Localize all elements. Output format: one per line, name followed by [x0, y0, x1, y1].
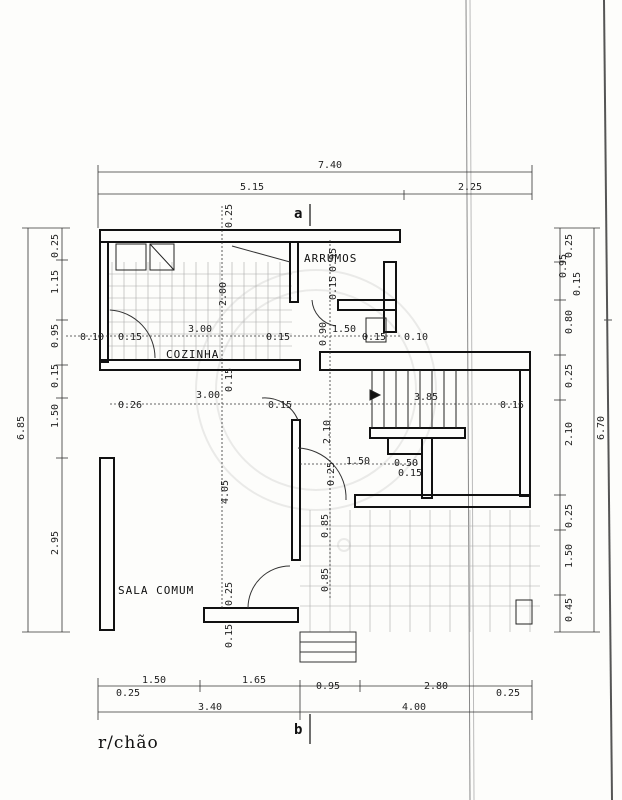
dim-int-hall-w: 3.85 [414, 392, 438, 403]
dim-right-9: 0.45 [564, 598, 575, 622]
dim-bottom-3: 0.95 [316, 681, 340, 692]
kitchen-floor-tiles [108, 262, 292, 360]
dim-int-wall-top-1: 0.25 [224, 204, 235, 228]
dim-top-overall: 7.40 [318, 160, 342, 171]
dim-bottom-7: 3.40 [198, 702, 222, 713]
dim-left-5: 1.50 [50, 404, 61, 428]
dim-right-overall: 6.70 [596, 416, 607, 440]
dim-int-hall-h: 2.10 [322, 420, 333, 444]
dim-right-8: 1.50 [564, 544, 575, 568]
dim-int-wall-l: 0.25 [224, 582, 235, 606]
dim-int-wall-i: 0.15 [268, 400, 292, 411]
dim-bottom-8: 4.00 [402, 702, 426, 713]
dim-top-left: 5.15 [240, 182, 264, 193]
exterior-walls [99, 229, 531, 631]
dimension-lines [22, 165, 600, 720]
dim-bottom-4: 2.80 [424, 681, 448, 692]
room-label-living: SALA COMUM [118, 584, 194, 597]
paper-edge-lines [465, 0, 613, 800]
dim-right-2: 0.95 [558, 254, 569, 278]
dim-left-6: 2.95 [50, 531, 61, 555]
dim-bottom-5: 0.25 [116, 688, 140, 699]
dim-right-6: 2.10 [564, 422, 575, 446]
dim-int-storage-h1: 0.95 [328, 248, 339, 272]
section-mark-top: a [294, 206, 302, 222]
dim-right-7: 0.25 [564, 504, 575, 528]
dim-int-living-w: 3.00 [196, 390, 220, 401]
dim-int-wall-h: 0.26 [118, 400, 142, 411]
room-label-kitchen: COZINHA [166, 348, 219, 361]
drawing-title: r/chão [98, 733, 159, 753]
staircase [369, 370, 457, 428]
dim-right-4: 0.80 [564, 310, 575, 334]
dim-int-living-h: 4.05 [220, 480, 231, 504]
dim-left-1: 0.25 [50, 234, 61, 258]
dim-left-3: 0.95 [50, 324, 61, 348]
dim-int-door-b: 0.85 [320, 568, 331, 592]
dim-int-wall-b: 0.15 [118, 332, 142, 343]
watermark-seal [195, 269, 437, 552]
dim-right-1: 0.25 [564, 234, 575, 258]
dim-int-kitchen-w: 3.00 [188, 324, 212, 335]
dim-int-wall-f: 0.10 [404, 332, 428, 343]
dim-bottom-2: 1.65 [242, 675, 266, 686]
dim-int-kitchen-h: 2.00 [218, 282, 229, 306]
dim-int-door-a: 0.85 [320, 514, 331, 538]
dim-int-wall-c: 0.15 [266, 332, 290, 343]
dim-right-3: 0.15 [572, 272, 583, 296]
dim-left-4: 0.15 [50, 364, 61, 388]
dim-right-5: 0.25 [564, 364, 575, 388]
dim-int-wall-g: 0.15 [224, 368, 235, 392]
terrace-floor-tiles [300, 510, 540, 632]
dim-int-stair-w: 1.50 [332, 324, 356, 335]
dim-bottom-6: 0.25 [496, 688, 520, 699]
dim-int-wall-d: 0.90 [318, 322, 329, 346]
dim-int-step-b: 0.15 [398, 468, 422, 479]
dim-int-wall-a: 0.10 [80, 332, 104, 343]
dim-bottom-1: 1.50 [142, 675, 166, 686]
kitchen-fixtures [115, 243, 533, 625]
dim-int-step-a: 0.50 [394, 458, 418, 469]
dim-left-overall: 6.85 [16, 416, 27, 440]
dim-left-2: 1.15 [50, 270, 61, 294]
dim-int-wall-e: 0.15 [362, 332, 386, 343]
dim-int-wall-j: 0.15 [500, 400, 524, 411]
room-label-storage: ARRUMOS [304, 252, 357, 265]
dim-int-wall-k: 0.25 [326, 462, 337, 486]
section-mark-bottom: b [294, 722, 302, 738]
dim-top-right: 2.25 [458, 182, 482, 193]
entrance-steps [299, 631, 357, 663]
dim-int-step-w: 1.50 [346, 456, 370, 467]
dim-int-wall-m: 0.15 [224, 624, 235, 648]
dim-int-storage-h2: 0.15 [328, 276, 339, 300]
